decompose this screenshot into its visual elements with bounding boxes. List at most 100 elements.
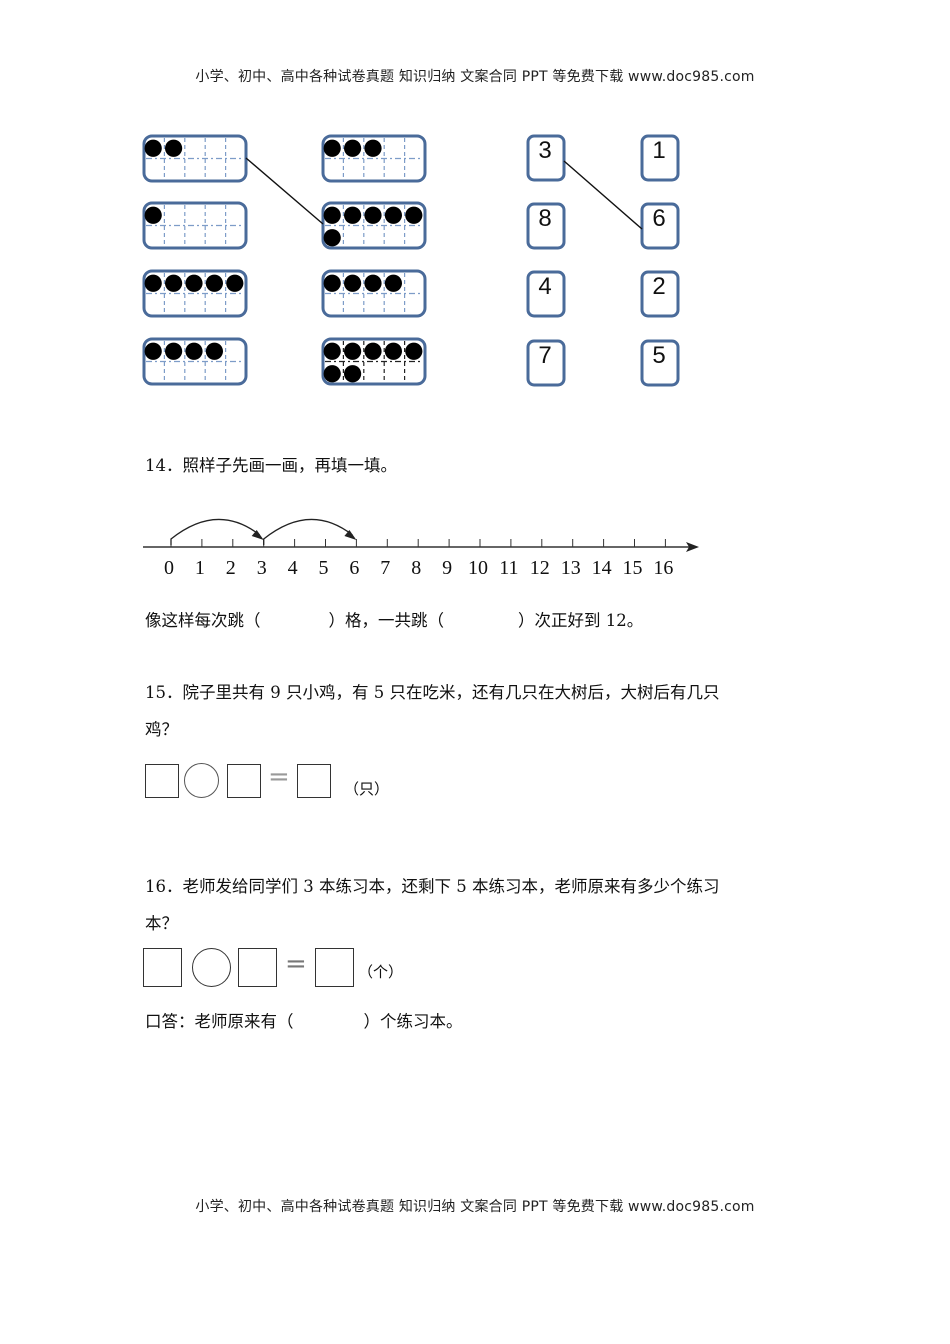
q14-fill-text-1: 像这样每次跳（ — [145, 611, 261, 630]
dot-icon — [165, 274, 183, 292]
number-card[interactable]: 4 — [526, 270, 566, 318]
dot-icon — [323, 229, 341, 247]
dot-icon — [344, 365, 362, 383]
ten-frame[interactable] — [142, 269, 248, 318]
dot-icon — [323, 206, 341, 224]
q16-answer-line: 口答：老师原来有（ ）个练习本。 — [145, 1003, 463, 1041]
tick-label: 13 — [561, 557, 581, 579]
q15-operand-box-2[interactable] — [227, 764, 261, 798]
q16-question-line1: 16．老师发给同学们 3 本练习本，还剩下 5 本练习本，老师原来有多少个练习 — [145, 877, 720, 896]
q16-operator-circle[interactable] — [192, 948, 231, 987]
q16-answer-text-2: ）个练习本。 — [363, 1012, 463, 1031]
ten-frame[interactable] — [142, 201, 248, 250]
tick-label: 1 — [195, 557, 205, 579]
q15-unit: （只） — [344, 780, 390, 798]
dot-icon — [185, 342, 203, 360]
tick-label: 11 — [499, 557, 518, 579]
q15-operator-circle[interactable] — [184, 763, 219, 798]
q14-fill-line: 像这样每次跳（）格，一共跳（）次正好到 12。 — [145, 602, 643, 640]
number-card[interactable]: 7 — [526, 339, 566, 387]
jump-arc — [263, 518, 353, 545]
tick-label: 3 — [257, 557, 267, 579]
svg-text:6: 6 — [652, 205, 665, 232]
ten-frame[interactable] — [321, 269, 427, 318]
number-card[interactable]: 5 — [640, 339, 680, 387]
dot-icon — [344, 342, 362, 360]
tick-label: 6 — [349, 557, 359, 579]
tick-label: 14 — [592, 557, 612, 579]
tick-label: 8 — [411, 557, 421, 579]
q16-question-line2: 本？ — [145, 914, 178, 933]
arrow-right-icon — [686, 542, 699, 552]
tick-label: 4 — [288, 557, 298, 579]
dot-icon — [165, 342, 183, 360]
q15-question-line1: 15．院子里共有 9 只小鸡，有 5 只在吃米，还有几只在大树后，大树后有几只 — [145, 683, 720, 702]
tick-label: 15 — [623, 557, 643, 579]
q16-operand-box-2[interactable] — [238, 948, 277, 987]
dot-icon — [323, 274, 341, 292]
dot-icon — [144, 274, 162, 292]
ten-frame[interactable] — [321, 337, 427, 386]
header-banner: 小学、初中、高中各种试卷真题 知识归纳 文案合同 PPT 等免费下载 www.d… — [195, 69, 755, 85]
q16-equals-sign: = — [285, 949, 307, 979]
svg-text:1: 1 — [652, 137, 665, 164]
svg-text:5: 5 — [652, 342, 665, 369]
jump-arc — [170, 518, 261, 545]
dot-icon — [364, 139, 382, 157]
number-card[interactable]: 8 — [526, 202, 566, 250]
dot-icon — [144, 139, 162, 157]
arrow-head-icon — [344, 530, 357, 540]
dot-icon — [165, 139, 183, 157]
svg-text:3: 3 — [538, 137, 551, 164]
q16-result-box[interactable] — [315, 948, 354, 987]
ten-frame[interactable] — [142, 134, 248, 183]
dot-icon — [344, 274, 362, 292]
dot-icon — [384, 274, 402, 292]
q14-title: 14．照样子先画一画，再填一填。 — [145, 456, 397, 475]
tick-label: 9 — [442, 557, 452, 579]
number-card[interactable]: 2 — [640, 270, 680, 318]
footer-banner: 小学、初中、高中各种试卷真题 知识归纳 文案合同 PPT 等免费下载 www.d… — [195, 1199, 755, 1215]
dot-icon — [205, 274, 223, 292]
dot-icon — [323, 139, 341, 157]
q16-unit: （个） — [358, 963, 404, 981]
ten-frame[interactable] — [142, 337, 248, 386]
q14-fill-text-2: ）格，一共跳（ — [328, 611, 445, 630]
q15-question-line2: 鸡？ — [145, 720, 178, 739]
ten-frame[interactable] — [321, 201, 427, 250]
dot-icon — [364, 342, 382, 360]
q16-operand-box-1[interactable] — [143, 948, 182, 987]
tick-label: 5 — [319, 557, 329, 579]
number-card[interactable]: 6 — [640, 202, 680, 250]
tick-label: 10 — [468, 557, 488, 579]
dot-icon — [405, 342, 423, 360]
example-link-line — [563, 160, 643, 230]
dot-icon — [344, 206, 362, 224]
svg-text:7: 7 — [538, 342, 551, 369]
dot-icon — [344, 139, 362, 157]
dot-icon — [323, 342, 341, 360]
tick-label: 7 — [380, 557, 390, 579]
dot-icon — [144, 342, 162, 360]
number-card[interactable]: 1 — [640, 134, 680, 182]
ten-frame[interactable] — [321, 134, 427, 183]
dot-icon — [323, 365, 341, 383]
dot-icon — [364, 206, 382, 224]
arrow-head-icon — [251, 530, 264, 540]
q15-result-box[interactable] — [297, 764, 331, 798]
dot-icon — [144, 206, 162, 224]
svg-text:4: 4 — [538, 273, 551, 300]
tick-label: 16 — [653, 557, 673, 579]
dot-icon — [205, 342, 223, 360]
number-card[interactable]: 3 — [526, 134, 566, 182]
q16-answer-text-1: 口答：老师原来有（ — [145, 1012, 294, 1031]
dot-icon — [364, 274, 382, 292]
q15-equals-sign: = — [268, 762, 290, 792]
tick-label: 0 — [164, 557, 174, 579]
tick-label: 12 — [530, 557, 550, 579]
dot-icon — [384, 342, 402, 360]
dot-icon — [405, 206, 423, 224]
matching-exercise: 3 8 4 7 1 6 2 5 — [142, 134, 680, 387]
q15-operand-box-1[interactable] — [145, 764, 179, 798]
